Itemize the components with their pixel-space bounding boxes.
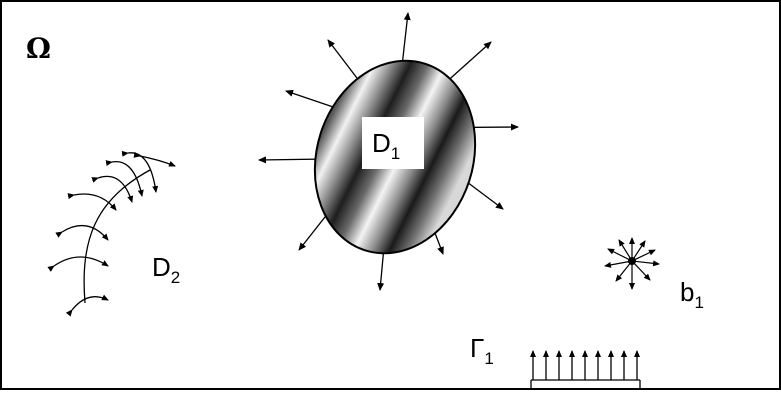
domain-label: Ω: [26, 32, 51, 65]
d2-label: D2: [152, 252, 180, 287]
d2-curve: [54, 153, 175, 310]
b1-point: [628, 257, 636, 265]
gamma1-label: Γ1: [470, 333, 494, 368]
gamma1-boundary: [531, 351, 640, 389]
b1-label: b1: [680, 277, 704, 312]
